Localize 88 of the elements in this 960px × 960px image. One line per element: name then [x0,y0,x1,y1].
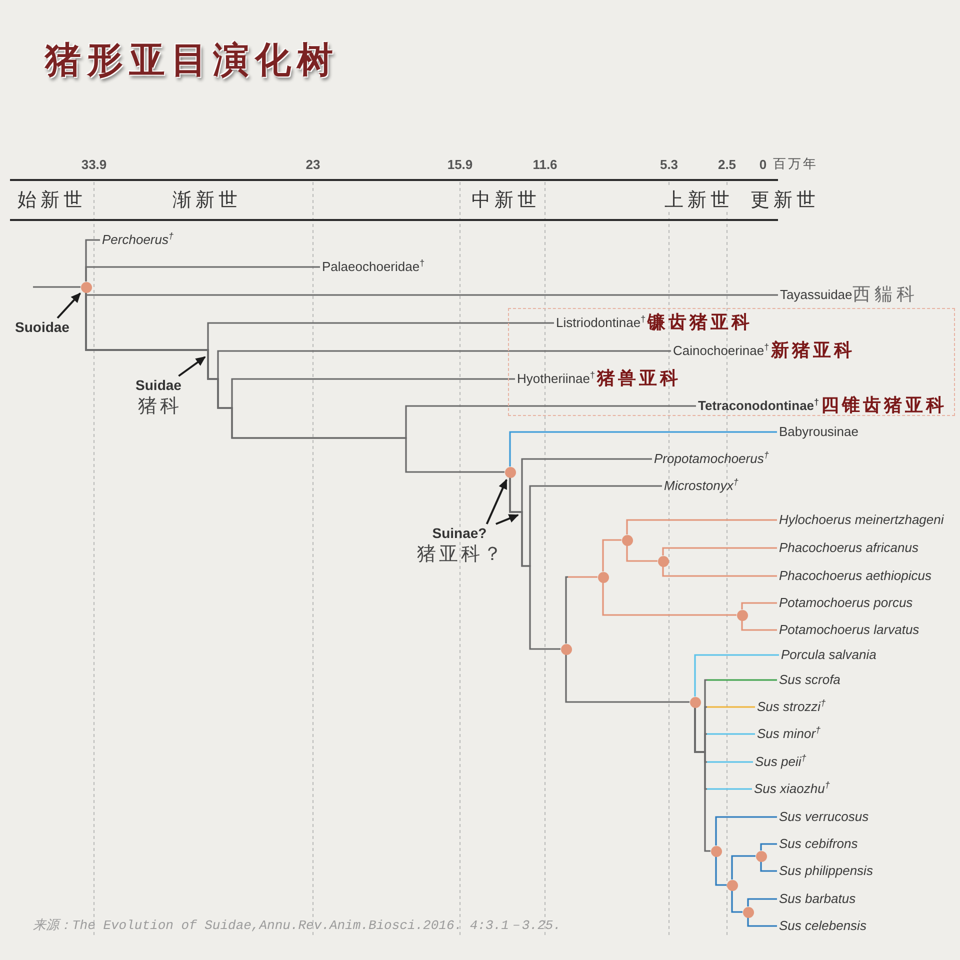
taxon-label: Sus cebifrons [779,836,858,852]
branch-line [509,431,777,466]
taxon-label: Sus peii$^{†}$ [755,754,806,770]
node-dot-icon [742,906,754,918]
taxon-label: Phacochoerus africanus [779,540,918,556]
chinese-name-label: 西貒科 [852,284,918,306]
taxon-label: Sus minor$^{†}$ [757,726,821,742]
node-dot-icon [710,846,722,856]
node-dot-icon [690,696,700,708]
node-dot-icon [80,282,92,292]
root-branch-line [33,286,80,288]
axis-tick-label: 33.9 [81,157,107,173]
branch-line [85,292,778,296]
taxon-label: Hylochoerus meinertzhageni [779,512,944,528]
leader-arrow [486,478,508,524]
chinese-name-label: 猪兽亚科 [597,368,682,390]
taxon-label: Sus barbatus [779,891,856,907]
taxon-label: Tetraconodontinae$^{†}$ [698,398,820,414]
branch-line [626,519,777,534]
branch-line [509,478,560,650]
dashed-group-frame [508,308,955,416]
node-dot-icon [622,534,632,546]
leader-arrow [496,514,519,525]
branch-line [747,918,777,927]
chinese-name-label: 四锥齿猪亚科 [821,395,948,417]
taxon-label: Perchoerus$^{†}$ [102,232,174,248]
taxon-label: Phacochoerus aethiopicus [779,568,932,584]
chinese-clade-name: 猪亚科？ [416,542,505,566]
clade-name: Suoidae [15,318,70,336]
node-dot-icon [756,850,766,862]
taxon-label: Sus philippensis [779,863,873,879]
taxon-label: Sus strozzi$^{†}$ [757,699,826,715]
taxon-label: Sus xiaozhu$^{†}$ [754,781,830,797]
node-dot-icon [736,610,748,620]
clade-name: Suinae? [431,524,488,542]
title: 猪形亚目演化树 [45,38,339,82]
source-caption: 来源：The Evolution of Suidae,Annu.Rev.Anim.Biosci.2016. 4:3.1－3.25. [33,918,561,934]
branch-line [85,266,320,282]
axis-tick-label: 23 [306,157,320,173]
branch-line [715,856,726,886]
taxon-label: Potamochoerus porcus [779,595,913,611]
taxon-label: Sus verrucosus [779,809,869,825]
node-dot-icon [726,880,738,890]
branch-line [760,862,777,872]
branch-line [694,654,779,696]
leader-arrow [56,292,81,319]
branch-line [731,890,742,913]
taxon-label: Sus celebensis [779,918,866,934]
branch-line [565,654,690,703]
axis-unit-label: 百万年 [773,157,818,173]
branch-line [602,539,622,572]
taxon-label: Sus scrofa [779,672,840,688]
taxon-label: Babyrousinae [779,424,858,440]
chinese-name-label: 新猪亚科 [771,340,856,362]
taxon-label: Listriodontinae$^{†}$ [556,315,646,331]
node-dot-icon [658,556,668,566]
chinese-clade-name: 猪科 [137,394,182,418]
branch-line [715,816,777,846]
branch-line [565,576,598,644]
branch-line [694,708,710,852]
branch-line [602,582,736,616]
taxon-label: Potamochoerus larvatus [779,622,920,638]
branch-line [760,843,777,850]
branch-line [741,602,777,610]
axis-tick-label: 0 [759,157,767,173]
taxon-label: Palaeochoeridae$^{†}$ [322,259,425,275]
taxon-label: Porcula salvania [781,647,876,663]
axis-tick-label: 11.6 [532,157,558,173]
branch-line [731,855,756,880]
leader-arrow [178,356,206,377]
branch-line [747,898,777,906]
branch-line [662,566,777,577]
node-dot-icon [504,466,516,478]
node-dot-icon [598,572,608,582]
branch-line [662,547,777,556]
taxon-label: Tayassuidae [780,287,852,303]
taxon-label: Propotamochoerus$^{†}$ [654,451,769,467]
axis-tick-label: 2.5 [718,157,736,173]
branch-line [626,546,658,562]
branch-line [741,620,777,631]
node-dot-icon [560,644,572,654]
axis-tick-label: 15.9 [447,157,473,173]
chinese-name-label: 镰齿猪亚科 [648,312,753,334]
clade-name: Suidae [135,376,182,394]
taxon-label: Hyotheriinae$^{†}$ [517,371,596,387]
axis-tick-label: 5.3 [660,157,678,173]
taxon-label: Microstonyx$^{†}$ [664,478,738,494]
taxon-label: Cainochoerinae$^{†}$ [673,343,770,359]
